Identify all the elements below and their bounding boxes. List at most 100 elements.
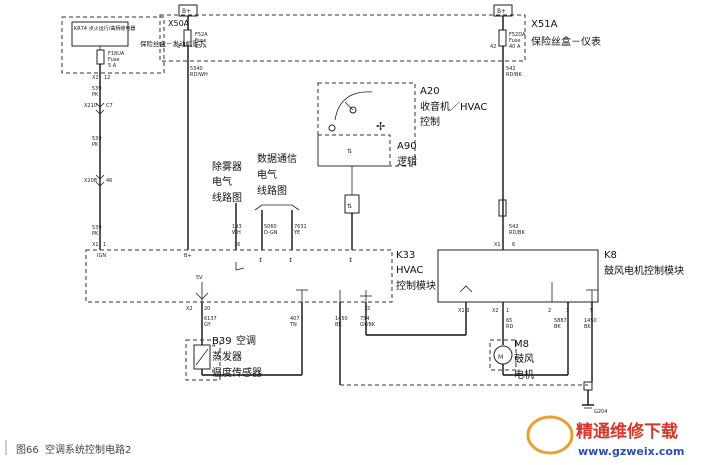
fan-icon: ✢ — [376, 120, 385, 133]
f18ua-fuse-symbol — [96, 49, 105, 65]
right-color: RD/BK — [506, 72, 522, 78]
k8-pin: 6 — [512, 242, 515, 248]
datacom-bracket — [254, 204, 300, 211]
bplus-left-label: B+ — [182, 8, 191, 15]
sensor-pin-a: A — [212, 343, 216, 349]
datacom-ref-2: 电气 — [257, 168, 277, 181]
data-link-icon: ⇅ — [347, 203, 352, 210]
k8-color3: BK — [554, 324, 561, 330]
f52a-fuse-word: Fuse — [195, 38, 206, 44]
a20-name: 收音机／HVAC — [420, 100, 487, 113]
w1-conn: X2 — [92, 75, 99, 81]
b39-name2: 蒸发器 — [212, 350, 242, 363]
x2-color: GY — [204, 322, 212, 328]
figure-title: 空调系统控制电路2 — [45, 443, 131, 456]
b39-name: 空调 — [236, 334, 256, 347]
f52da-fuse-amp: 40 A — [509, 44, 521, 50]
data1-color: D-GN — [264, 230, 278, 236]
watermark-line2: www.gzweix.com — [578, 445, 684, 458]
g2-pin: 15 — [364, 306, 370, 312]
defog-circuit: 193 — [232, 224, 242, 230]
a90-logic-outline — [317, 134, 391, 167]
left-color: RD/WH — [190, 72, 208, 78]
x50a-title: 保险丝盒－发动机罩下 — [140, 39, 206, 48]
data2-circuit: 7631 — [294, 224, 307, 230]
w3-color: PK — [92, 142, 99, 148]
k8-name: 鼓风电机控制模块 — [604, 264, 684, 277]
m8-color: RD — [506, 324, 513, 330]
defog-ref-1: 除雾器 — [212, 160, 242, 173]
f18ua-fuse-word: Fuse — [108, 57, 119, 63]
five-v-label: 5V — [196, 275, 203, 281]
watermark-line1: 精通维修下载 — [576, 421, 678, 442]
ign-conn: X1 — [92, 242, 99, 248]
x2-pin: 20 — [204, 306, 210, 312]
defog-color: WH — [232, 230, 241, 236]
right-circuit: 542 — [506, 66, 516, 72]
t2-circuit: 407 — [290, 316, 300, 322]
temp-knob-arc — [334, 91, 373, 121]
k8-code: K8 — [604, 250, 617, 261]
f52a-fuse-amp: 15 A — [195, 44, 207, 50]
x50a-fusebox-outline — [61, 16, 165, 74]
bplus-right-label: B+ — [497, 8, 506, 15]
f52da-fuse-word: Fuse — [509, 38, 520, 44]
x51a-fusebox-outline — [159, 14, 526, 62]
a20-name2: 控制 — [420, 115, 440, 128]
w2-pin: C7 — [106, 103, 113, 109]
bplus-k33-label: B+ — [184, 253, 192, 259]
x50a-code: X50A — [168, 19, 190, 28]
g204-label: G204 — [594, 409, 607, 415]
w1-pin: 12 — [104, 75, 110, 81]
w4-pin: 46 — [106, 178, 112, 184]
kr74-relay-label: KR74 点火运行/曲柄继电器 — [74, 25, 135, 32]
w5-color: PK — [92, 231, 99, 237]
k8-x1-3: X1 3 — [458, 308, 469, 314]
w5-circuit: 539 — [92, 225, 102, 231]
k33-module-outline — [85, 249, 393, 303]
defog-pin: 16 — [234, 242, 240, 248]
w1-color: PK — [92, 92, 99, 98]
f18ua-fuse-label: F18UA — [108, 51, 125, 57]
a20-module-outline — [317, 82, 416, 167]
k8-conn: X1 — [494, 242, 501, 248]
f18ua-fuse-amp: 5 A — [108, 63, 117, 69]
k8-color4: BK — [584, 324, 591, 330]
f52a-pin: 3 — [177, 44, 180, 50]
k8-module-outline — [437, 249, 599, 303]
b39-name3: 温度传感器 — [212, 366, 262, 379]
a90-name: 逻辑 — [397, 155, 417, 168]
m8-circuit: 65 — [506, 318, 512, 324]
x2-circuit: 6137 — [204, 316, 217, 322]
f52a-fuse-label: F52A — [195, 32, 208, 38]
a90-arrows-icon: ⇅ — [347, 148, 352, 155]
ign-pin: 1 — [103, 242, 106, 248]
w1-circuit: 539 — [92, 86, 102, 92]
right-color2: RD/BK — [509, 230, 525, 236]
b39-outline — [185, 339, 221, 381]
k33-name2: 控制模块 — [396, 279, 436, 292]
m8-code: M8 — [514, 339, 529, 350]
w3-circuit: 539 — [92, 136, 102, 142]
g2-circuit: 754 — [360, 316, 370, 322]
ign-label: IGN — [97, 253, 106, 259]
k8-circuit4: 1450 — [584, 318, 597, 324]
m8-name: 鼓风 — [514, 352, 534, 365]
datacom-ref-1: 数据通信 — [257, 152, 297, 165]
t2-color: TN — [289, 322, 297, 328]
k8-x2-pin: 1 — [506, 308, 509, 314]
f52da-fuse-label: F52DA — [509, 32, 526, 38]
k33-code: K33 — [396, 250, 415, 261]
k33-data3-icon: ↕ — [348, 257, 353, 264]
right-fuse-lower — [498, 199, 507, 217]
k8-pin2: 2 — [548, 308, 551, 314]
m8-name2: 电机 — [514, 368, 534, 381]
sensor-pin-b: B — [212, 369, 216, 375]
k33-name: HVAC — [396, 265, 423, 276]
data1-circuit: 5060 — [264, 224, 277, 230]
g2-color: GY/BK — [360, 322, 376, 328]
a90-code: A90 — [397, 141, 417, 152]
x51a-title: 保险丝盒－仪表 — [531, 35, 601, 48]
